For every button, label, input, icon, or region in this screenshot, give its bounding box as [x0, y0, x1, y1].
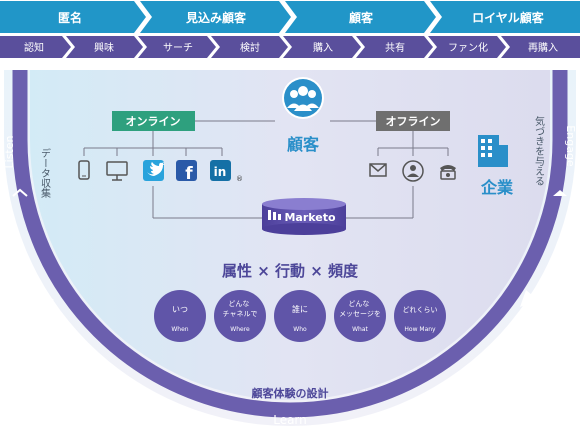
- engage-label: Engage: [564, 125, 577, 167]
- circle-row: いつ When どんな チャネルで Where 誰に Who どんな メッセージ…: [154, 290, 446, 342]
- awareness-label: 気づきを与える: [533, 115, 545, 186]
- stage-chevron: [285, 1, 436, 33]
- circle-who: [274, 290, 326, 342]
- stage-chevron: [430, 1, 580, 33]
- connector-lines: [83, 120, 449, 219]
- stage-label: 匿名: [58, 10, 82, 25]
- circle-how-many: [394, 290, 446, 342]
- online-tag: [112, 111, 195, 131]
- online-label: オンライン: [126, 115, 181, 128]
- circle-jp-line: メッセージを: [339, 310, 381, 318]
- step-label: 再購入: [528, 41, 558, 54]
- step-label: ファン化: [448, 41, 488, 54]
- stage-label: ロイヤル顧客: [472, 10, 545, 25]
- phone-icon: [440, 165, 456, 180]
- step-label: 共有: [385, 41, 405, 54]
- journey-arc: [12, 70, 568, 418]
- step-chevron: [283, 36, 361, 58]
- circle-what: [334, 290, 386, 342]
- circle-jp-label: どれくらい: [403, 306, 438, 314]
- circle-when: [154, 290, 206, 342]
- design-label: 顧客体験の設計: [252, 386, 329, 400]
- stage-label: 顧客: [349, 10, 374, 25]
- step-chevron: [66, 36, 143, 58]
- svg-text:in: in: [214, 165, 227, 179]
- step-row: 認知 興味 サーチ 検討 購入 共有 ファン化 再購入: [0, 36, 580, 58]
- building-icon: [478, 135, 508, 167]
- step-label: 購入: [313, 41, 333, 54]
- monitor-icon: [106, 161, 128, 181]
- marketo-label: Marketo: [284, 211, 336, 224]
- marketo-database-icon: [262, 198, 346, 235]
- person-icon: [402, 160, 424, 182]
- circle-jp-label: いつ: [172, 305, 188, 314]
- circle-jp-line: チャネルで: [223, 310, 258, 318]
- attributes-title: 属性 × 行動 × 頻度: [222, 262, 359, 280]
- stage-chevron: [140, 1, 291, 33]
- facebook-icon: f: [176, 160, 197, 184]
- step-label: 興味: [94, 42, 114, 54]
- company-label: 企業: [480, 178, 514, 197]
- circle-en-label: Who: [293, 326, 307, 333]
- step-label: 検討: [240, 41, 260, 54]
- svg-text:f: f: [185, 164, 193, 184]
- arc-arrow-right: [520, 290, 538, 307]
- step-label: サーチ: [163, 42, 193, 54]
- circle-en-label: How Many: [404, 326, 436, 333]
- learn-label: Learn: [273, 413, 307, 427]
- step-chevron: [501, 36, 580, 58]
- circle-en-label: What: [352, 326, 368, 333]
- circle-en-label: Where: [230, 326, 250, 333]
- customer-label: 顧客: [287, 135, 320, 154]
- listen-label: Listen: [3, 135, 16, 168]
- registered-mark: ®: [236, 175, 243, 183]
- offline-tag: [376, 111, 450, 131]
- circle-jp-label: 誰に: [292, 304, 308, 314]
- step-chevron: [0, 36, 71, 58]
- step-chevron: [211, 36, 288, 58]
- circle-jp-line: どんな: [228, 300, 249, 308]
- arc-arrow-top-right: [553, 190, 567, 196]
- step-chevron: [428, 36, 506, 58]
- offline-label: オフライン: [386, 115, 441, 128]
- step-label: 認知: [24, 41, 44, 54]
- mobile-icon: [78, 160, 90, 180]
- arc-arrow-left: [40, 289, 54, 307]
- circle-where: [214, 290, 266, 342]
- circle-jp-label: どんな メッセージを: [339, 300, 381, 318]
- mail-icon: [369, 163, 387, 177]
- arc-arrow-markers: [12, 188, 567, 307]
- step-chevron: [138, 36, 216, 58]
- linkedin-icon: in: [210, 160, 231, 181]
- data-collection-label: データ収集: [39, 147, 51, 199]
- circle-jp-line: どんな: [348, 300, 369, 308]
- stage-row: 匿名 見込み顧客 顧客 ロイヤル顧客: [0, 1, 580, 33]
- step-chevron: [356, 36, 433, 58]
- stage-label: 見込み顧客: [185, 10, 247, 25]
- customer-group-icon: [282, 77, 324, 119]
- circle-en-label: When: [171, 326, 188, 333]
- circle-jp-label: どんな チャネルで: [223, 300, 258, 318]
- stage-chevron: [0, 1, 146, 33]
- twitter-icon: [143, 160, 165, 181]
